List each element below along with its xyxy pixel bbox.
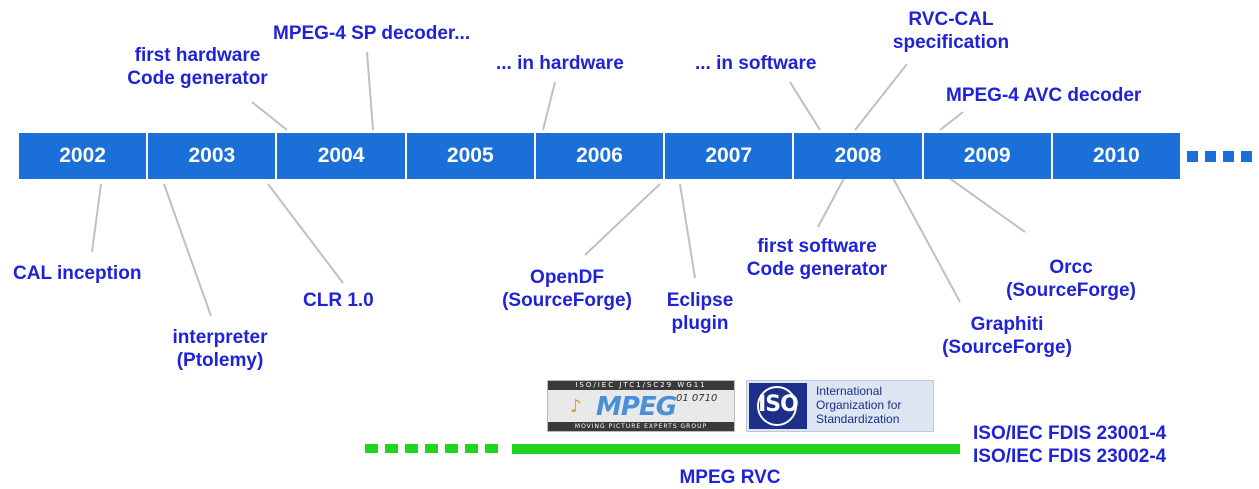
rvc-dash xyxy=(485,444,498,453)
label-in-software: ... in software xyxy=(695,53,817,74)
rvc-dash xyxy=(465,444,478,453)
continuation-dot xyxy=(1241,151,1252,162)
leader-rvc-cal xyxy=(854,63,908,131)
year-2005: 2005 xyxy=(406,133,536,179)
label-first-software-code-generator: first software Code generator xyxy=(746,236,888,280)
music-note-icon: ♪ xyxy=(570,396,582,417)
label-cal-inception: CAL inception xyxy=(13,263,142,284)
rvc-dash xyxy=(365,444,378,453)
leader-cal-inception xyxy=(91,183,102,253)
timeline-bar: 2002 2003 2004 2005 2006 2007 2008 2009 … xyxy=(19,133,1180,179)
iso-mark-icon: ISO xyxy=(749,383,807,429)
leader-clr xyxy=(267,183,344,284)
rvc-dash xyxy=(425,444,438,453)
leader-interpreter xyxy=(163,183,212,317)
mpeg-logo: ISO/IEC JTC1/SC29 WG11 ♪ MPEG 01 0710 MO… xyxy=(547,380,735,432)
mpeg-rvc-bar xyxy=(512,444,960,454)
year-2008: 2008 xyxy=(794,133,924,179)
label-mpeg-rvc: MPEG RVC xyxy=(679,467,781,488)
leader-orcc xyxy=(944,174,1026,233)
label-mpeg4-sp-decoder: MPEG-4 SP decoder... xyxy=(273,23,471,44)
label-clr: CLR 1.0 xyxy=(303,290,374,311)
continuation-dot xyxy=(1223,151,1234,162)
rvc-dash xyxy=(405,444,418,453)
iso-logo: ISO International Organization for Stand… xyxy=(746,380,934,432)
label-orcc: Orcc (SourceForge) xyxy=(1006,257,1136,301)
label-first-hardware-code-generator: first hardware Code generator xyxy=(127,45,268,89)
leader-graphiti xyxy=(892,177,961,303)
label-in-hardware: ... in hardware xyxy=(496,53,624,74)
iso-name: International Organization for Standardi… xyxy=(816,384,902,426)
leader-mpeg4-sp xyxy=(366,51,374,131)
year-2010: 2010 xyxy=(1052,133,1180,179)
label-interpreter: interpreter (Ptolemy) xyxy=(172,327,268,371)
continuation-dot xyxy=(1187,151,1198,162)
leader-in-software xyxy=(789,81,821,131)
leader-avc xyxy=(939,111,964,131)
year-2007: 2007 xyxy=(665,133,795,179)
continuation-dot xyxy=(1205,151,1216,162)
leader-first-hw-codegen xyxy=(251,101,288,131)
rvc-dash xyxy=(385,444,398,453)
standards-list: ISO/IEC FDIS 23001-4 ISO/IEC FDIS 23002-… xyxy=(973,423,1167,467)
year-2002: 2002 xyxy=(19,133,149,179)
label-mpeg4-avc-decoder: MPEG-4 AVC decoder xyxy=(946,85,1142,106)
leader-opendf xyxy=(584,183,661,256)
label-eclipse-plugin: Eclipse plugin xyxy=(666,290,734,334)
year-2006: 2006 xyxy=(535,133,666,179)
label-rvc-cal-specification: RVC-CAL specification xyxy=(892,9,1010,53)
leader-eclipse xyxy=(679,183,696,279)
year-2003: 2003 xyxy=(148,133,278,179)
year-2004: 2004 xyxy=(277,133,407,179)
label-graphiti: Graphiti (SourceForge) xyxy=(942,314,1072,358)
label-opendf: OpenDF (SourceForge) xyxy=(502,267,632,311)
leader-in-hardware xyxy=(542,81,556,131)
year-2009: 2009 xyxy=(923,133,1053,179)
rvc-dash xyxy=(445,444,458,453)
